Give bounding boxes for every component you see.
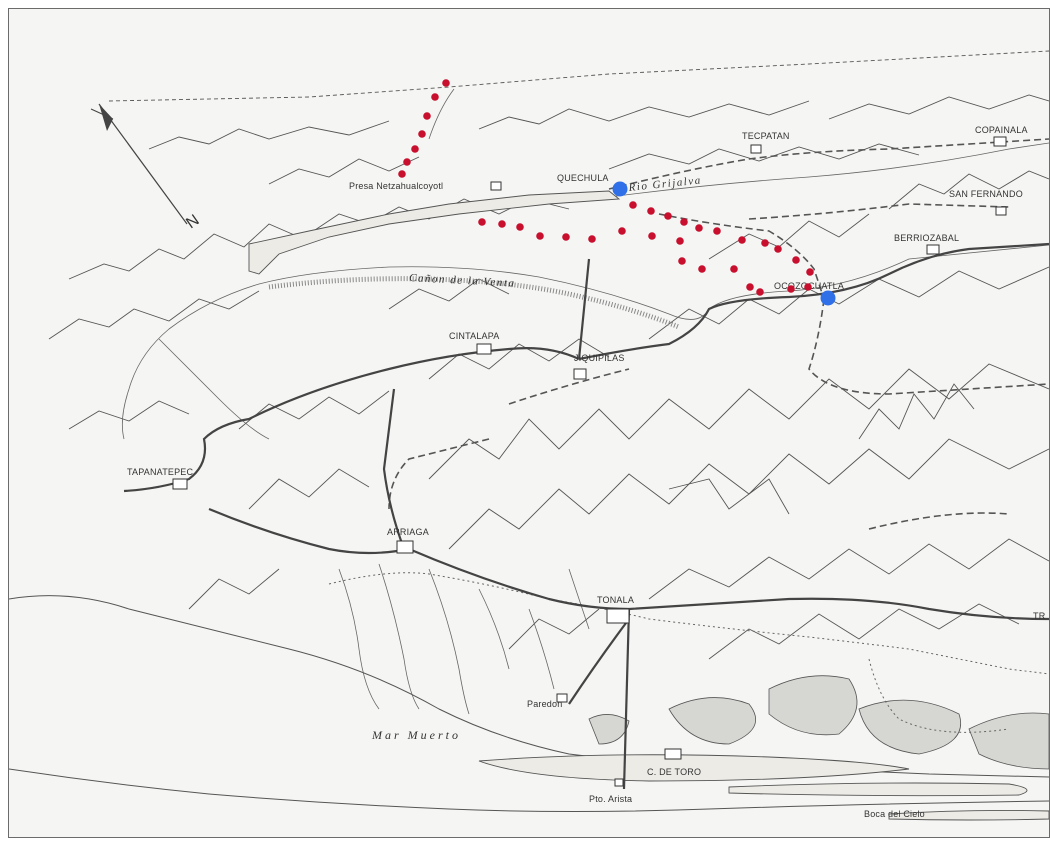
label-presa: Presa Netzahualcoyotl bbox=[349, 181, 443, 191]
label-arriaga[interactable]: ARRIAGA bbox=[387, 527, 429, 537]
route-dot bbox=[647, 207, 655, 215]
label-canyon: Cañon de la Venta bbox=[409, 272, 516, 290]
map-canvas[interactable]: N Presa Netzahualcoyotl QUECHULA TECPATA… bbox=[8, 8, 1050, 838]
route-dot bbox=[516, 223, 524, 231]
endpoint-marker-quechula[interactable] bbox=[612, 181, 628, 197]
railway bbox=[328, 572, 1049, 675]
route-dot bbox=[423, 112, 431, 120]
route-dot bbox=[648, 232, 656, 240]
label-tecpatan[interactable]: TECPATAN bbox=[742, 131, 790, 141]
route-dot bbox=[730, 265, 738, 273]
label-tr[interactable]: TR bbox=[1033, 611, 1046, 621]
route-dot bbox=[792, 256, 800, 264]
route-dot bbox=[588, 235, 596, 243]
north-arrow bbox=[90, 103, 188, 225]
label-c-de-toro[interactable]: C. DE TORO bbox=[647, 767, 701, 777]
label-tapanatepec[interactable]: TAPANATEPEC bbox=[127, 467, 194, 477]
route-dot bbox=[746, 283, 754, 291]
route-dot bbox=[498, 220, 506, 228]
route-dot bbox=[713, 227, 721, 235]
route-dot bbox=[787, 285, 795, 293]
endpoint-markers bbox=[612, 181, 836, 306]
label-copainala[interactable]: COPAINALA bbox=[975, 125, 1028, 135]
town-symbols bbox=[172, 136, 1007, 787]
map-drawing: N Presa Netzahualcoyotl QUECHULA TECPATA… bbox=[9, 50, 1049, 821]
label-san-fernando[interactable]: SAN FERNANDO bbox=[949, 189, 1023, 199]
highways bbox=[123, 242, 1049, 790]
label-boca-del-cielo[interactable]: Boca del Cielo bbox=[864, 809, 925, 819]
state-boundary bbox=[108, 50, 1049, 102]
route-dot bbox=[804, 283, 812, 291]
route-dot bbox=[403, 158, 411, 166]
river-lines bbox=[121, 88, 1049, 715]
label-paredon[interactable]: Paredon bbox=[527, 699, 562, 709]
label-cintalapa[interactable]: CINTALAPA bbox=[449, 331, 499, 341]
route-markers bbox=[398, 79, 814, 296]
label-jiquipilas[interactable]: JIQUIPILAS bbox=[574, 353, 625, 363]
route-dot bbox=[629, 201, 637, 209]
route-dot bbox=[756, 288, 764, 296]
label-tonala[interactable]: TONALA bbox=[597, 595, 634, 605]
route-dot bbox=[676, 237, 684, 245]
route-dot bbox=[806, 268, 814, 276]
route-dot bbox=[478, 218, 486, 226]
route-dot bbox=[442, 79, 450, 87]
route-dot bbox=[738, 236, 746, 244]
label-river: Rio Grijalva bbox=[627, 174, 702, 194]
north-letter: N bbox=[183, 212, 202, 233]
route-dot bbox=[411, 145, 419, 153]
secondary-roads bbox=[388, 138, 1049, 530]
coastline bbox=[9, 595, 1049, 821]
mangrove-patches bbox=[588, 675, 1049, 770]
endpoint-marker-ocozocuatla[interactable] bbox=[820, 290, 836, 306]
route-dot bbox=[562, 233, 570, 241]
label-sea: Mar Muerto bbox=[371, 728, 461, 742]
route-dot bbox=[431, 93, 439, 101]
route-dot bbox=[536, 232, 544, 240]
route-dot bbox=[664, 212, 672, 220]
route-dot bbox=[618, 227, 626, 235]
route-dot bbox=[418, 130, 426, 138]
route-dot bbox=[698, 265, 706, 273]
label-berriozabal[interactable]: BERRIOZABAL bbox=[894, 233, 959, 243]
label-pto-arista[interactable]: Pto. Arista bbox=[589, 794, 632, 804]
route-dot bbox=[774, 245, 782, 253]
route-dot bbox=[695, 224, 703, 232]
route-dot bbox=[678, 257, 686, 265]
railway-branch bbox=[868, 658, 1010, 733]
reservoir bbox=[248, 190, 621, 275]
relief-lines bbox=[48, 94, 1049, 660]
label-quechula[interactable]: QUECHULA bbox=[557, 173, 609, 183]
route-dot bbox=[761, 239, 769, 247]
route-dot bbox=[398, 170, 406, 178]
route-dot bbox=[680, 218, 688, 226]
